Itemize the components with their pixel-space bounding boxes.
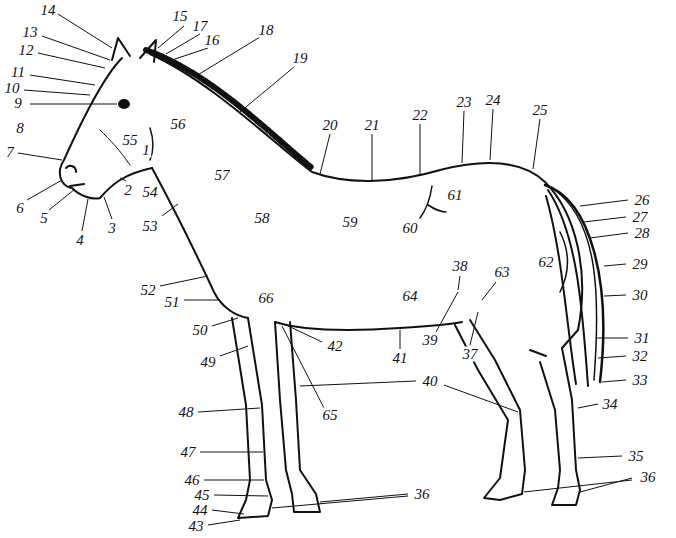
callout-number: 36 (640, 470, 657, 485)
nostril (66, 166, 76, 172)
tail (546, 196, 576, 384)
callout-number: 20 (322, 118, 339, 133)
callout-number: 32 (632, 349, 649, 364)
callout-number: 6 (15, 201, 25, 216)
callout-number: 3 (107, 221, 117, 236)
body-outline (150, 54, 582, 348)
callout-number: 37 (462, 347, 479, 362)
callout-number: 2 (123, 183, 133, 198)
callout-number: 53 (142, 219, 159, 234)
front-leg (232, 318, 272, 518)
callout-number: 31 (634, 331, 651, 346)
tail (552, 188, 597, 380)
eye (119, 100, 129, 108)
callout-number: 23 (456, 95, 473, 110)
callout-number: 63 (494, 265, 511, 280)
callout-number: 12 (18, 43, 35, 58)
callout-number: 21 (364, 118, 381, 133)
callout-number: 65 (322, 408, 339, 423)
callout-number: 42 (327, 339, 344, 354)
callout-number: 14 (40, 3, 57, 18)
callout-number: 51 (164, 295, 181, 310)
callout-number: 62 (538, 255, 555, 270)
callout-number: 33 (632, 373, 649, 388)
callout-number: 34 (602, 397, 619, 412)
belly-outline (275, 322, 462, 330)
callout-number: 43 (188, 519, 205, 534)
tail (548, 190, 588, 386)
hind-leg (455, 320, 525, 500)
leader-lines (18, 14, 632, 525)
callout-number: 39 (422, 333, 439, 348)
callout-number: 10 (4, 81, 21, 96)
callout-number: 47 (180, 445, 197, 460)
callout-number: 30 (632, 288, 649, 303)
tail (545, 185, 603, 382)
chest-outline (152, 168, 248, 318)
callout-number: 18 (258, 23, 275, 38)
callout-number: 13 (22, 25, 39, 40)
callout-number: 44 (192, 503, 209, 518)
callout-number: 40 (422, 374, 439, 389)
front-leg (275, 322, 320, 512)
callout-number: 50 (192, 323, 209, 338)
callout-number: 49 (200, 355, 217, 370)
region-mark (560, 232, 568, 292)
callout-number: 52 (140, 283, 157, 298)
callout-number: 15 (172, 9, 189, 24)
callout-number: 22 (412, 108, 429, 123)
callout-number: 64 (402, 289, 419, 304)
callout-number: 7 (5, 145, 15, 160)
callout-number: 46 (184, 473, 201, 488)
callout-number: 4 (75, 233, 85, 248)
callout-number: 17 (192, 19, 209, 34)
callout-number: 27 (632, 210, 649, 225)
callout-number: 60 (402, 221, 419, 236)
callout-number: 1 (141, 143, 151, 158)
callout-number: 59 (342, 215, 359, 230)
callout-number: 61 (447, 188, 464, 203)
callout-number: 24 (485, 93, 502, 108)
callout-number: 26 (634, 193, 651, 208)
callout-number: 5 (39, 211, 49, 226)
callout-number: 36 (414, 487, 431, 502)
callout-number: 48 (178, 405, 195, 420)
callout-number: 45 (194, 488, 211, 503)
callout-number: 35 (628, 449, 645, 464)
callout-number: 19 (292, 51, 309, 66)
callout-number: 55 (122, 133, 139, 148)
stifle-line (530, 350, 546, 356)
callout-number: 29 (632, 257, 649, 272)
callout-number: 56 (170, 117, 187, 132)
callout-number: 57 (214, 168, 231, 183)
callout-number: 8 (15, 121, 25, 136)
ear (112, 38, 130, 60)
callout-number: 9 (13, 96, 23, 111)
callout-number: 11 (10, 65, 26, 80)
callout-number: 54 (142, 185, 159, 200)
callout-number: 58 (254, 211, 271, 226)
callout-number: 25 (532, 103, 549, 118)
callout-number: 38 (452, 259, 469, 274)
callout-number: 28 (634, 226, 651, 241)
mane (146, 50, 312, 168)
mouth (70, 184, 84, 186)
callout-number: 16 (204, 33, 221, 48)
callout-number: 66 (258, 291, 275, 306)
callout-number: 41 (392, 351, 409, 366)
region-mark (420, 186, 446, 218)
head-outline (60, 58, 152, 199)
